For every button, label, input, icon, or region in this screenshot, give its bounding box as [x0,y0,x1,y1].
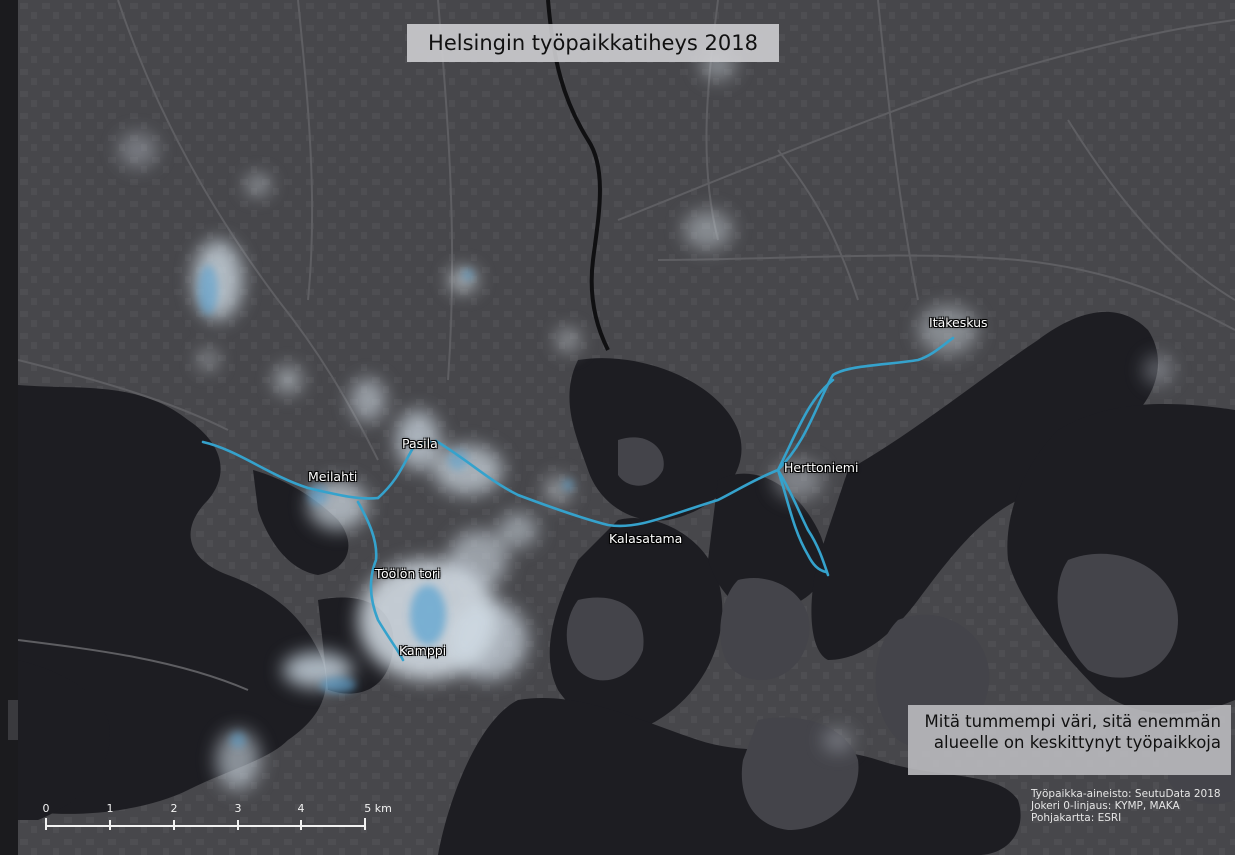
scale-tick-1: 1 [106,802,114,815]
place-label-herttoniemi: Herttoniemi [784,460,859,475]
map-canvas[interactable]: Helsingin työpaikkatiheys 2018 Pasila Me… [18,0,1235,855]
scale-tick-2: 2 [170,802,178,815]
scale-bar [45,818,366,830]
map-title: Helsingin työpaikkatiheys 2018 [407,24,779,62]
islands [566,437,1235,830]
water-bodies [18,311,1235,855]
legend-note-line-1: Mitä tummempi väri, sitä enemmän [924,712,1221,731]
legend-note-line-2: alueelle on keskittynyt työpaikkoja [933,733,1221,752]
place-label-itakeskus: Itäkeskus [929,315,988,330]
railway [546,0,610,351]
place-label-kamppi: Kamppi [399,643,447,658]
scale-tick-0: 0 [42,802,50,815]
legend-note: Mitä tummempi väri, sitä enemmän alueell… [908,705,1231,775]
credit-line-1: Työpaikka-aineisto: SeutuData 2018 [1031,788,1221,800]
scale-tick-5km: 5 km [364,802,392,815]
credit-line-3: Pohjakartta: ESRI [1031,812,1122,824]
place-label-pasila: Pasila [402,436,438,451]
density-cores [198,265,574,748]
place-label-kalasatama: Kalasatama [609,531,683,546]
credit-line-2: Jokeri 0-linjaus: KYMP, MAKA [1031,800,1180,812]
basemap [18,0,1235,855]
data-credits: Työpaikka-aineisto: SeutuData 2018 Joker… [1031,788,1221,824]
place-label-toolon-tori: Töölön tori [375,566,441,581]
route-lines [201,336,955,662]
road-network [18,0,1235,691]
scale-tick-4: 4 [297,802,305,815]
scale-tick-3: 3 [234,802,242,815]
place-label-meilahti: Meilahti [308,469,358,484]
left-frame-edge [0,0,18,855]
